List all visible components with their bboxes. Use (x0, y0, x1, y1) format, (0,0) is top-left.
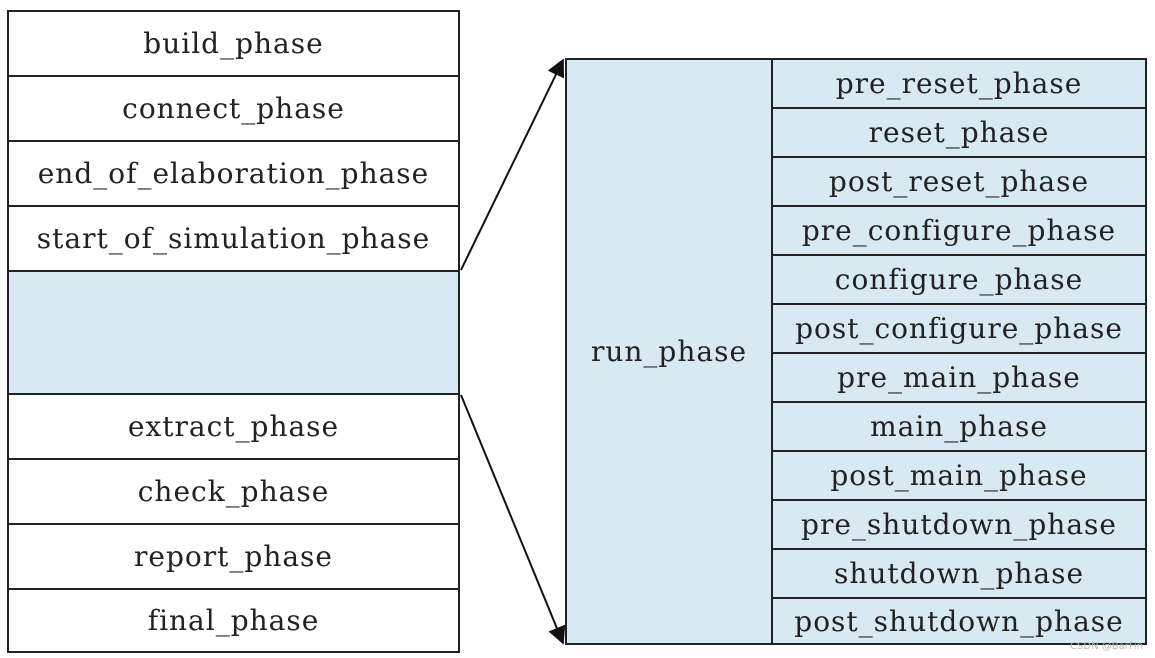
phase-label: extract_phase (127, 410, 340, 443)
phase-final: final_phase (9, 590, 458, 651)
sub-phase-label: post_main_phase (830, 459, 1088, 492)
sub-phase-label: configure_phase (834, 263, 1084, 296)
sub-phase-pre-configure: pre_configure_phase (773, 207, 1145, 256)
phase-label: start_of_simulation_phase (36, 222, 431, 255)
watermark: CSDN @BarFin (1070, 641, 1143, 652)
sub-phase-post-reset: post_reset_phase (773, 158, 1145, 207)
sub-phase-pre-main: pre_main_phase (773, 354, 1145, 403)
sub-phase-label: post_reset_phase (828, 165, 1090, 198)
sub-phase-post-shutdown: post_shutdown_phase (773, 599, 1145, 643)
sub-phase-label: pre_configure_phase (801, 214, 1117, 247)
sub-phase-label: pre_main_phase (837, 361, 1081, 394)
phase-label: check_phase (137, 475, 330, 508)
phase-check: check_phase (9, 460, 458, 525)
phase-report: report_phase (9, 525, 458, 590)
sub-phase-post-configure: post_configure_phase (773, 305, 1145, 354)
arrow-to-run-top (460, 58, 565, 271)
phase-label: final_phase (147, 604, 320, 637)
phase-label: end_of_elaboration_phase (37, 157, 430, 190)
phase-column: build_phase connect_phase end_of_elabora… (7, 10, 460, 653)
sub-phase-label: pre_shutdown_phase (801, 508, 1117, 541)
phase-start-of-simulation: start_of_simulation_phase (9, 207, 458, 272)
sub-phase-label: reset_phase (868, 116, 1050, 149)
arrow-to-run-bottom (460, 394, 566, 645)
sub-phase-label: shutdown_phase (833, 557, 1085, 590)
sub-phase-reset: reset_phase (773, 109, 1145, 158)
phase-connect: connect_phase (9, 77, 458, 142)
sub-phase-label: post_shutdown_phase (794, 604, 1124, 638)
phase-label: report_phase (134, 540, 333, 573)
phase-end-of-elaboration: end_of_elaboration_phase (9, 142, 458, 207)
sub-phase-main: main_phase (773, 403, 1145, 452)
sub-phase-shutdown: shutdown_phase (773, 550, 1145, 599)
phase-extract: extract_phase (9, 395, 458, 460)
sub-phase-configure: configure_phase (773, 256, 1145, 305)
sub-phase-pre-shutdown: pre_shutdown_phase (773, 501, 1145, 550)
phase-build: build_phase (9, 12, 458, 77)
sub-phase-label: post_configure_phase (795, 312, 1123, 345)
sub-phase-label: main_phase (870, 410, 1048, 443)
phase-run-slot (9, 272, 458, 395)
phase-label: build_phase (143, 27, 324, 60)
sub-phase-pre-reset: pre_reset_phase (773, 60, 1145, 109)
run-phase-label: run_phase (567, 60, 773, 643)
run-phase-block: run_phase pre_reset_phase reset_phase po… (565, 58, 1147, 645)
sub-phase-post-main: post_main_phase (773, 452, 1145, 501)
phase-label: connect_phase (122, 92, 345, 125)
sub-phase-label: pre_reset_phase (835, 67, 1083, 100)
